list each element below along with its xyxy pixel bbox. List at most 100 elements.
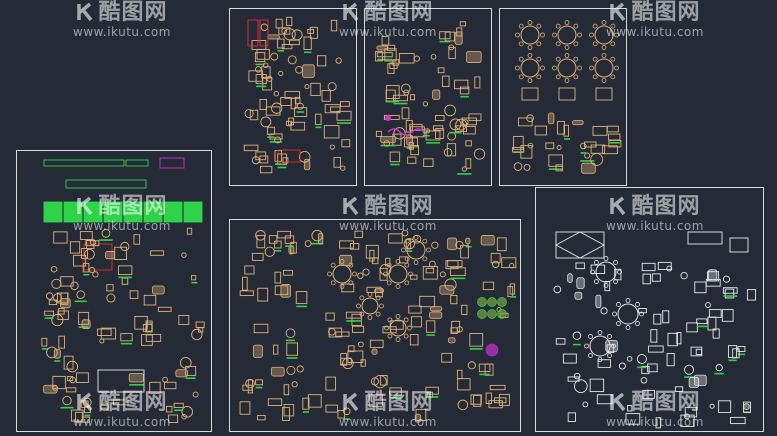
chair-block	[573, 41, 579, 47]
furniture-block	[513, 135, 524, 150]
furniture-block	[454, 79, 469, 90]
block-label-line	[78, 326, 89, 328]
furniture-block	[501, 257, 517, 269]
furniture-block	[340, 165, 346, 171]
furniture-block	[66, 360, 79, 373]
furniture-block	[168, 414, 179, 423]
furniture-block	[369, 249, 375, 262]
block-label-line	[277, 49, 285, 52]
furniture-block	[369, 339, 384, 348]
chair-block	[601, 78, 607, 83]
furniture-block	[63, 201, 83, 223]
furniture-block	[69, 241, 81, 254]
furniture-block	[641, 262, 656, 272]
furniture-block	[666, 265, 673, 272]
furniture-block	[307, 28, 315, 34]
sheet-frame-top-1	[229, 8, 357, 186]
chair-block	[597, 330, 603, 335]
furniture-block	[401, 229, 409, 237]
block-label-line	[406, 250, 413, 252]
furniture-block	[339, 240, 354, 249]
furniture-block	[405, 120, 413, 133]
furniture-block	[379, 263, 392, 276]
furniture-block	[642, 273, 651, 285]
furniture-block	[684, 413, 690, 420]
furniture-block	[73, 254, 87, 267]
furniture-block	[60, 276, 74, 287]
chair-block	[527, 45, 533, 50]
furniture-block	[336, 110, 352, 121]
furniture-block	[409, 94, 416, 101]
furniture-block	[357, 272, 364, 279]
furniture-block	[100, 327, 116, 340]
furniture-block	[640, 377, 648, 384]
furniture-block	[351, 313, 362, 326]
furniture-block	[368, 394, 383, 407]
furniture-block	[454, 31, 463, 45]
furniture-block	[392, 94, 408, 102]
block-label-line	[386, 100, 400, 103]
furniture-block	[242, 276, 248, 291]
furniture-block	[403, 238, 416, 250]
round-table-block	[520, 58, 540, 78]
furniture-block	[267, 34, 280, 40]
chair-block	[603, 283, 609, 288]
chair-block	[387, 317, 393, 323]
furniture-block	[389, 62, 398, 69]
furniture-block	[498, 393, 510, 406]
chair-block	[395, 337, 401, 342]
furniture-block	[449, 267, 466, 277]
furniture-block	[684, 364, 695, 375]
furniture-block	[274, 240, 282, 249]
furniture-block	[181, 252, 187, 258]
furniture-block	[340, 357, 352, 365]
block-label-line	[118, 276, 132, 279]
furniture-block	[386, 44, 396, 51]
furniture-block	[114, 246, 127, 261]
furniture-block	[589, 378, 605, 393]
furniture-block	[271, 366, 285, 377]
furniture-block	[374, 51, 383, 62]
furniture-block	[150, 250, 164, 256]
furniture-block	[53, 231, 68, 244]
chair-block	[395, 314, 401, 319]
chair-block	[386, 280, 392, 286]
furniture-block	[282, 157, 289, 164]
block-label-line	[714, 372, 724, 375]
furniture-block	[317, 232, 324, 245]
block-label-line	[450, 277, 466, 280]
furniture-block	[383, 114, 400, 120]
furniture-block	[190, 275, 197, 281]
furniture-block	[273, 344, 279, 355]
furniture-block	[456, 369, 463, 380]
furniture-block	[255, 66, 262, 73]
furniture-block	[43, 201, 63, 223]
chair-block	[339, 259, 345, 264]
furniture-block	[447, 337, 456, 344]
chair-block	[413, 235, 419, 240]
block-label-line	[737, 353, 745, 356]
furniture-block	[389, 151, 401, 163]
furniture-block	[721, 309, 734, 322]
furniture-block	[467, 361, 476, 370]
furniture-block	[288, 39, 300, 46]
furniture-block	[729, 237, 749, 253]
furniture-block	[567, 376, 580, 382]
furniture-block	[574, 291, 583, 300]
furniture-block	[376, 45, 389, 51]
furniture-block	[666, 353, 675, 367]
block-label-line	[174, 409, 184, 412]
furniture-block	[655, 417, 662, 429]
furniture-block	[175, 369, 188, 378]
chair-block	[536, 74, 542, 80]
furniture-block	[191, 328, 203, 341]
block-label-line	[302, 411, 310, 413]
furniture-block	[509, 283, 516, 295]
furniture-block	[295, 291, 308, 305]
furniture-block	[84, 406, 91, 414]
furniture-block	[695, 348, 703, 356]
furniture-block	[581, 162, 596, 174]
furniture-block	[247, 19, 259, 47]
chair-block	[564, 20, 570, 25]
